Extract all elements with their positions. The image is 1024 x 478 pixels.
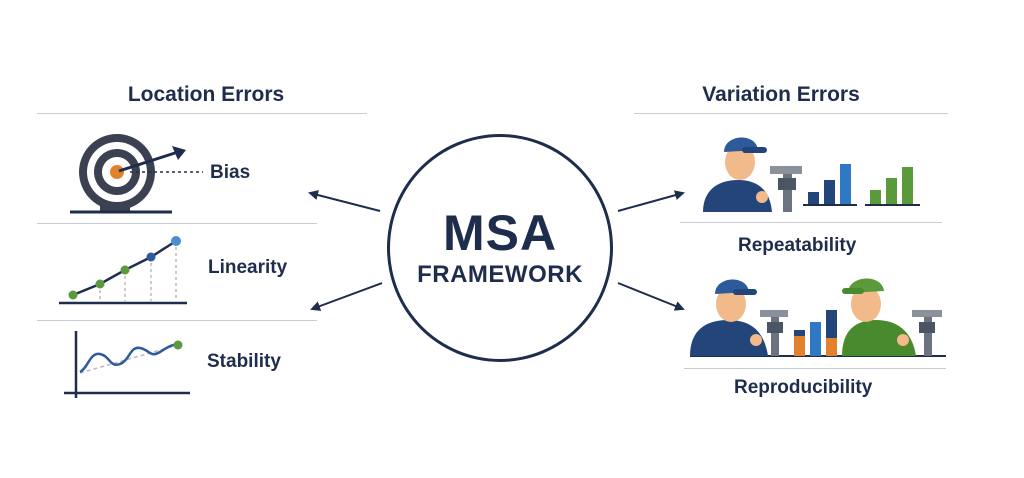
linearity-chart-icon: [59, 236, 187, 305]
stability-chart-icon: [64, 331, 190, 398]
arrow-to-bias: [308, 190, 381, 212]
repeatability-label: Repeatability: [738, 235, 857, 256]
location-errors-heading: Location Errors: [127, 83, 285, 106]
right-heading-rule: [634, 113, 948, 114]
operator-caliper-bars-icon: [703, 137, 920, 212]
arrow-to-reproducibility: [617, 282, 685, 311]
left-heading-rule: [37, 113, 367, 114]
target-dart-icon: [70, 134, 203, 214]
bias-label: Bias: [210, 162, 251, 183]
center-title: MSA: [442, 205, 558, 261]
center-subtitle: FRAMEWORK: [417, 261, 583, 288]
right-rule-1: [680, 222, 942, 223]
stability-label: Stability: [207, 351, 281, 372]
arrow-to-linearity-stability: [310, 282, 383, 311]
linearity-label: Linearity: [208, 257, 288, 278]
arrow-to-repeatability: [617, 190, 685, 212]
reproducibility-label: Reproducibility: [734, 377, 873, 398]
right-rule-2: [684, 368, 946, 369]
two-operators-caliper-bars-icon: [690, 278, 946, 357]
msa-center-circle: MSA FRAMEWORK: [387, 134, 613, 362]
connector-arrows: [308, 190, 685, 311]
variation-errors-heading: Variation Errors: [702, 83, 860, 106]
left-rule-1: [37, 223, 317, 224]
left-rule-2: [37, 320, 317, 321]
